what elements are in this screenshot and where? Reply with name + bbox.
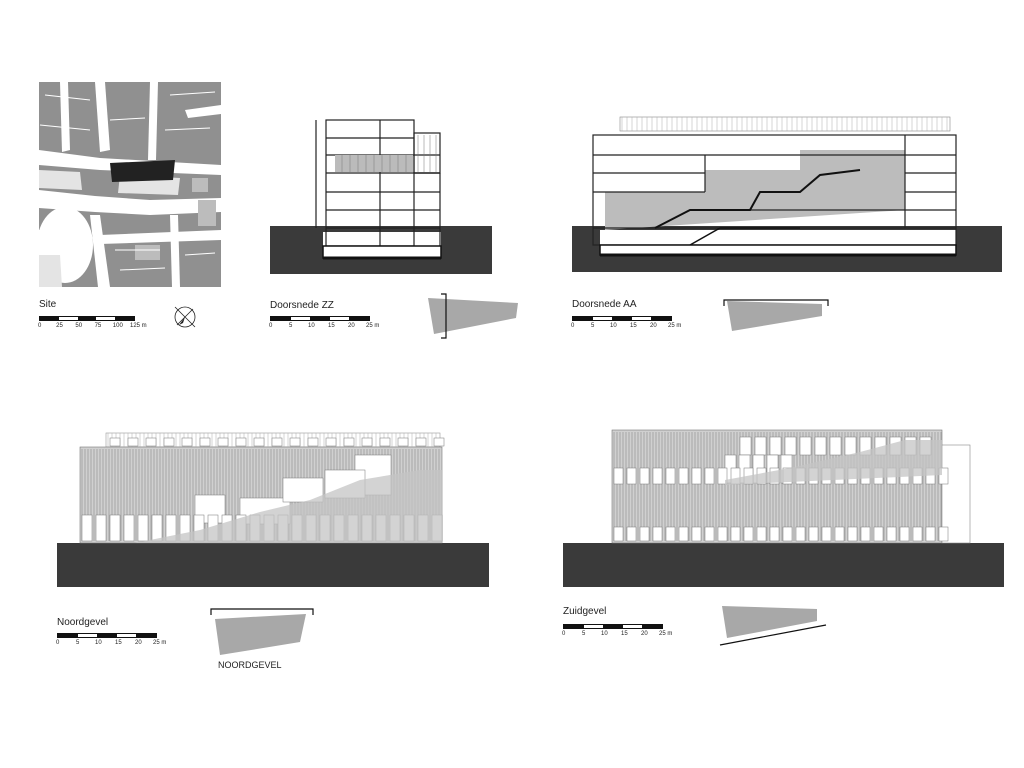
north-keyplan-label: NOORDGEVEL bbox=[218, 660, 282, 670]
section-aa-scale-bar: 0 5 10 15 20 25 m bbox=[571, 316, 681, 333]
section-zz-scale-bar: 0 5 10 15 20 25 m bbox=[269, 316, 379, 333]
section-zz-caption: Doorsnede ZZ bbox=[270, 300, 334, 311]
site-building-highlight bbox=[110, 160, 175, 182]
south-keyplan bbox=[722, 606, 817, 638]
section-aa-caption: Doorsnede AA bbox=[572, 299, 637, 310]
section-zz-keyplan bbox=[428, 298, 518, 334]
north-arrow-icon bbox=[174, 306, 196, 328]
site-caption: Site bbox=[39, 299, 57, 310]
north-scale-bar: 0 5 10 15 20 25 m bbox=[56, 633, 166, 650]
south-caption: Zuidgevel bbox=[563, 606, 607, 617]
site-scale-bar: 0 25 50 75 100 125 m bbox=[38, 316, 147, 333]
north-keyplan bbox=[215, 614, 306, 655]
south-scale-bar: 0 5 10 15 20 25 m bbox=[562, 624, 672, 641]
north-caption: Noordgevel bbox=[57, 617, 109, 628]
section-aa-keyplan bbox=[727, 301, 822, 331]
